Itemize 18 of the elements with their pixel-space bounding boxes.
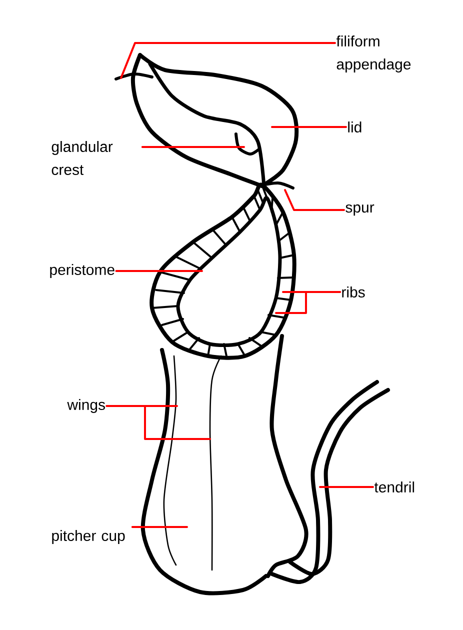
part-label: wings <box>67 399 105 413</box>
leader-line <box>284 189 345 211</box>
part-label: spur <box>346 204 374 216</box>
part-label: ribs <box>342 286 365 298</box>
part-label: filiform appendage <box>336 36 411 72</box>
leader-line <box>120 42 336 79</box>
part-label: pitcher cup <box>52 530 125 544</box>
leader-line <box>141 146 245 148</box>
part-label: tendril <box>374 482 414 492</box>
part-label: lid <box>348 122 362 133</box>
leader-line <box>275 291 341 314</box>
part-label: peristome <box>50 264 114 278</box>
leader-line <box>319 486 374 488</box>
leader-line <box>271 126 347 128</box>
leader-line <box>115 270 203 272</box>
leader-line <box>106 405 211 440</box>
part-label: glandular crest <box>52 141 113 175</box>
leader-line <box>131 526 188 528</box>
